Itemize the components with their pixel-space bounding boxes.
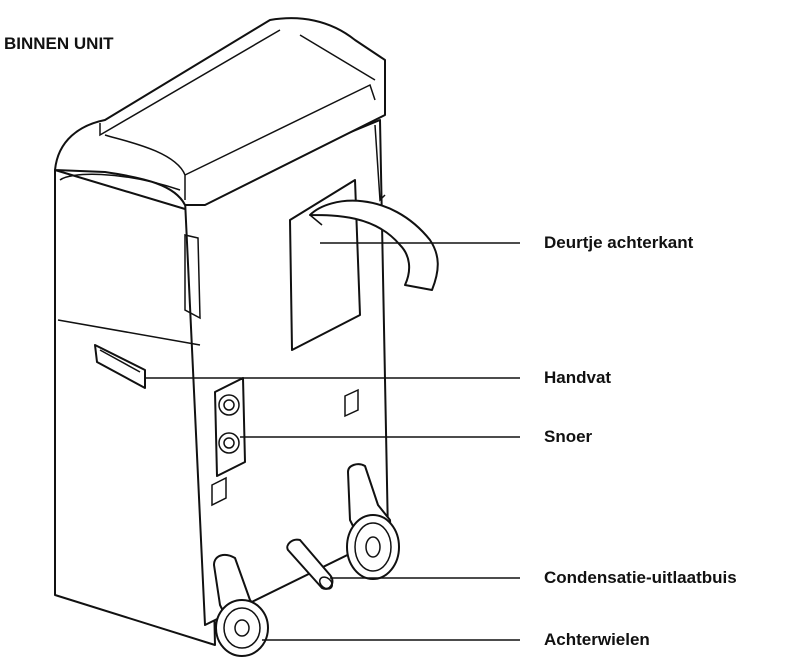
rear-door-shape (289, 179, 361, 351)
label-wheels: Achterwielen (544, 630, 650, 649)
power-cord-shape (309, 199, 439, 291)
label-cord: Snoer (544, 427, 593, 446)
diagram-title: BINNEN UNIT (4, 34, 114, 53)
label-rear-door: Deurtje achterkant (544, 233, 694, 252)
label-drain: Condensatie-uitlaatbuis (544, 568, 737, 587)
label-handle: Handvat (544, 368, 612, 387)
unit-side-panel (54, 169, 216, 646)
handle-shape (94, 344, 146, 389)
cord-outlet-shape (214, 377, 246, 477)
